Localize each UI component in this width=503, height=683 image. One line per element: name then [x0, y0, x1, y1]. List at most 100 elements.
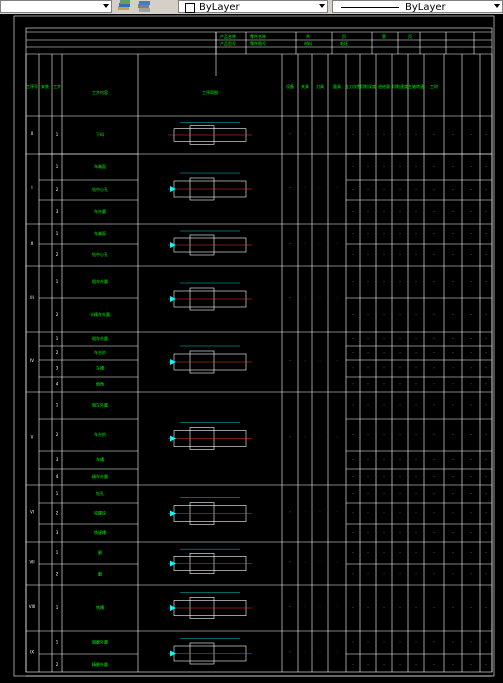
- param-value: ·: [367, 350, 368, 355]
- drawing-canvas[interactable]: 产品名称零件名称共页第页产品型号零件图号材料毛坯工序号安装工步工步内容工序简图设…: [0, 14, 503, 683]
- param-value: ·: [367, 572, 368, 577]
- step-content: 下料: [96, 131, 104, 137]
- fixture-cell: ·: [304, 510, 305, 515]
- operation-number: III: [30, 295, 34, 300]
- linetype-dropdown[interactable]: ByLayer: [332, 0, 503, 13]
- column-header: 安装: [41, 83, 49, 89]
- param-value: ·: [367, 491, 368, 496]
- param-value: ·: [367, 457, 368, 462]
- operation-number: IX: [30, 650, 34, 655]
- gauge-cell: ·: [336, 510, 337, 515]
- param-value: ·: [485, 187, 486, 192]
- equipment-cell: ·: [289, 435, 290, 440]
- param-value: ·: [383, 511, 384, 516]
- color-dropdown[interactable]: ByLayer: [178, 0, 328, 13]
- step-number: 3: [56, 457, 59, 462]
- step-content: 精车外圆: [92, 473, 108, 479]
- gauge-cell: ·: [336, 650, 337, 655]
- equipment-cell: ·: [289, 185, 290, 190]
- param-value: ·: [352, 640, 353, 645]
- param-value: ·: [433, 457, 434, 462]
- param-value: ·: [470, 457, 471, 462]
- cutter-cell: ·: [319, 510, 320, 515]
- chuck-jaw-icon: [170, 560, 176, 567]
- param-value: ·: [383, 403, 384, 408]
- param-value: ·: [415, 457, 416, 462]
- param-value: ·: [399, 164, 400, 169]
- header-text: 零件图号: [250, 40, 266, 46]
- param-value: ·: [367, 279, 368, 284]
- param-value: ·: [415, 403, 416, 408]
- step-number: 1: [56, 605, 59, 610]
- param-value: ·: [399, 432, 400, 437]
- header-text: 页: [342, 34, 346, 39]
- param-value: ·: [485, 662, 486, 667]
- param-value: ·: [433, 403, 434, 408]
- param-value: ·: [452, 132, 453, 137]
- param-value: ·: [485, 366, 486, 371]
- param-value: ·: [452, 530, 453, 535]
- param-value: ·: [470, 312, 471, 317]
- layer-states-icon[interactable]: [116, 0, 132, 13]
- param-value: ·: [485, 605, 486, 610]
- param-value: ·: [485, 336, 486, 341]
- fixture-cell: ·: [304, 185, 305, 190]
- fixture-cell: ·: [304, 131, 305, 136]
- param-value: ·: [452, 605, 453, 610]
- param-value: ·: [352, 662, 353, 667]
- param-value: ·: [452, 366, 453, 371]
- param-value: ·: [485, 474, 486, 479]
- param-value: ·: [399, 605, 400, 610]
- param-value: ·: [485, 403, 486, 408]
- param-value: ·: [470, 550, 471, 555]
- param-value: ·: [399, 662, 400, 667]
- param-value: ·: [352, 432, 353, 437]
- chuck-jaw-icon: [170, 242, 176, 248]
- step-content: 车槽: [96, 365, 104, 371]
- param-value: ·: [415, 187, 416, 192]
- step-number: 1: [56, 279, 59, 284]
- process-card-drawing: 产品名称零件名称共页第页产品型号零件图号材料毛坯工序号安装工步工步内容工序简图设…: [13, 15, 495, 677]
- param-value: ·: [415, 491, 416, 496]
- step-number: 1: [56, 231, 59, 236]
- step-content: 磨: [98, 571, 102, 577]
- param-value: ·: [470, 382, 471, 387]
- param-value: ·: [433, 530, 434, 535]
- step-content: 钻中心孔: [92, 186, 108, 192]
- param-value: ·: [399, 252, 400, 257]
- step-number: 1: [56, 164, 59, 169]
- param-value: ·: [383, 366, 384, 371]
- param-value: ·: [399, 336, 400, 341]
- step-content: 车外圆: [94, 208, 106, 214]
- param-value: ·: [399, 366, 400, 371]
- layer-dropdown[interactable]: [0, 0, 112, 13]
- param-value: ·: [452, 350, 453, 355]
- param-value: ·: [352, 403, 353, 408]
- param-value: ·: [470, 336, 471, 341]
- param-value: ·: [452, 164, 453, 169]
- param-value: ·: [452, 640, 453, 645]
- cutter-cell: ·: [319, 185, 320, 190]
- layer-previous-icon[interactable]: [136, 0, 152, 13]
- param-value: ·: [399, 312, 400, 317]
- param-value: ·: [433, 350, 434, 355]
- cutter-cell: ·: [319, 650, 320, 655]
- gauge-cell: ·: [336, 295, 337, 300]
- cutter-cell: ·: [319, 295, 320, 300]
- step-number: 2: [56, 187, 59, 192]
- param-value: ·: [383, 164, 384, 169]
- param-value: ·: [415, 382, 416, 387]
- param-value: ·: [352, 530, 353, 535]
- param-value: ·: [399, 209, 400, 214]
- step-number: 2: [56, 662, 59, 667]
- param-value: ·: [352, 209, 353, 214]
- param-value: ·: [415, 350, 416, 355]
- param-value: ·: [352, 350, 353, 355]
- param-value: ·: [352, 164, 353, 169]
- gauge-cell: ·: [336, 185, 337, 190]
- param-value: ·: [383, 382, 384, 387]
- color-label: ByLayer: [199, 2, 240, 13]
- param-value: ·: [452, 511, 453, 516]
- step-number: 4: [56, 474, 59, 479]
- gauge-cell: ·: [336, 241, 337, 246]
